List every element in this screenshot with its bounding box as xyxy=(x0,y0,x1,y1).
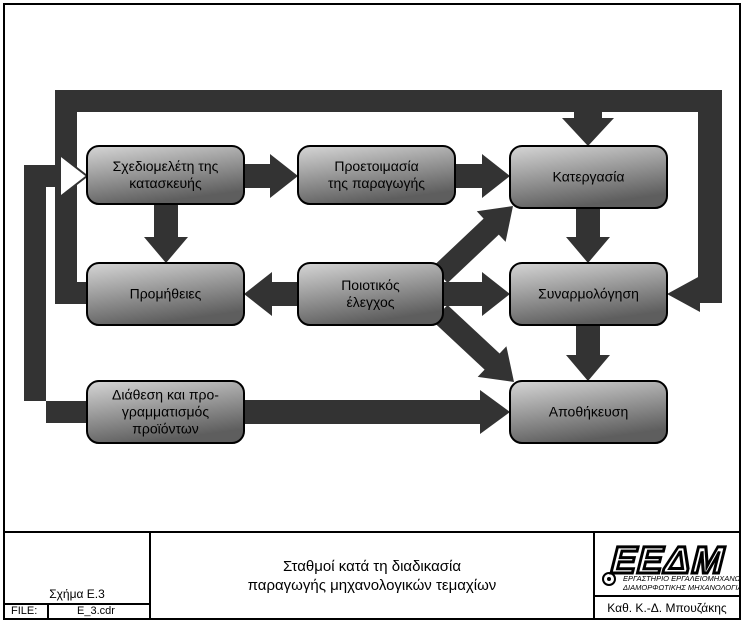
node-box-processing xyxy=(509,145,668,209)
file-name: E_3.cdr xyxy=(77,605,115,617)
arrow-supplies-to-processing xyxy=(55,90,722,304)
node-label-marketing-1: γραμματισμός xyxy=(122,404,209,420)
node-label-design-0: Σχεδιομελέτη της xyxy=(113,158,219,174)
node-box-assembly xyxy=(509,262,668,326)
node-label-quality-0: Ποιοτικός xyxy=(341,277,400,293)
title-line-2: παραγωγής μηχανολογικών τεμαχίων xyxy=(247,577,497,594)
node-box-marketing xyxy=(86,380,245,444)
title-cell: Σταθμοί κατά τη διαδικασία παραγωγής μηχ… xyxy=(149,531,595,620)
arrow-quality-to-storage xyxy=(432,305,514,382)
file-divider xyxy=(47,605,49,618)
arrows-layer xyxy=(24,90,722,434)
file-label: FILE: xyxy=(11,605,38,617)
arrow-quality-to-processing xyxy=(432,206,513,283)
node-label-assembly-0: Συναρμολόγηση xyxy=(538,286,639,302)
node-storage: Αποθήκευση xyxy=(509,380,668,444)
title-line-1: Σταθμοί κατά τη διαδικασία xyxy=(282,558,462,575)
title-block-left-top: Σχήμα Ε.3 xyxy=(3,531,151,605)
node-assembly: Συναρμολόγηση xyxy=(509,262,668,326)
node-label-storage-0: Αποθήκευση xyxy=(549,404,628,420)
arrow-design-to-preestimate xyxy=(244,154,298,198)
lab-logo: ΕΕΔΜ ΕΡΓΑΣΤΗΡΙΟ ΕΡΓΑΛΕΙΟΜΗΧΑΝΩΝ ΔΙΑΜΟΡΦΩ… xyxy=(602,538,739,592)
arrow-quality-to-assembly xyxy=(443,272,510,316)
gear-icon xyxy=(602,572,616,586)
node-box-supplies xyxy=(86,262,245,326)
node-label-preestimate-0: Προετοιμασία xyxy=(334,158,418,174)
node-box-storage xyxy=(509,380,668,444)
author-name: Καθ. Κ.-Δ. Μπουζάκης xyxy=(607,601,727,615)
arrow-processing-to-assembly xyxy=(566,208,610,263)
arrow-design-to-supplies xyxy=(144,204,188,263)
node-label-quality-1: έλεγχος xyxy=(347,294,395,310)
file-cell: FILE: E_3.cdr xyxy=(3,603,151,620)
arrow-quality-to-supplies xyxy=(244,272,298,316)
logo-cell: ΕΕΔΜ ΕΡΓΑΣΤΗΡΙΟ ΕΡΓΑΛΕΙΟΜΗΧΑΝΩΝ ΔΙΑΜΟΡΦΩ… xyxy=(593,531,741,597)
figure-label: Σχήμα Ε.3 xyxy=(49,587,105,601)
node-label-marketing-0: Διάθεση και προ- xyxy=(112,387,219,403)
logo-subtitle-1: ΕΡΓΑΣΤΗΡΙΟ ΕΡΓΑΛΕΙΟΜΗΧΑΝΩΝ xyxy=(623,574,739,583)
node-box-quality xyxy=(297,262,444,326)
node-label-processing-0: Κατεργασία xyxy=(553,169,625,185)
node-label-marketing-2: προϊόντων xyxy=(132,421,199,437)
node-label-supplies-0: Προμήθειες xyxy=(130,286,202,302)
arrow-marketing-to-design xyxy=(24,155,87,423)
node-box-design xyxy=(86,145,245,205)
node-box-preestimate xyxy=(297,145,456,205)
node-supplies: Προμήθειες xyxy=(86,262,245,326)
node-processing: Κατεργασία xyxy=(509,145,668,209)
arrow-head-marketing-to-design xyxy=(59,152,89,200)
arrow-marketing-to-storage xyxy=(244,390,510,434)
arrow-supplies-to-assembly xyxy=(667,276,722,312)
author-cell: Καθ. Κ.-Δ. Μπουζάκης xyxy=(593,595,741,620)
arrow-preestimate-to-processing xyxy=(455,154,510,198)
node-label-preestimate-1: της παραγωγής xyxy=(328,175,425,191)
logo-subtitle-2: ΔΙΑΜΟΡΦΩΤΙΚΗΣ ΜΗΧΑΝΟΛΟΓΙΑΣ xyxy=(622,583,739,592)
logo-text: ΕΕΔΜ xyxy=(606,540,730,582)
node-label-design-1: κατασκευής xyxy=(129,175,202,191)
arrow-assembly-to-storage xyxy=(566,325,610,381)
